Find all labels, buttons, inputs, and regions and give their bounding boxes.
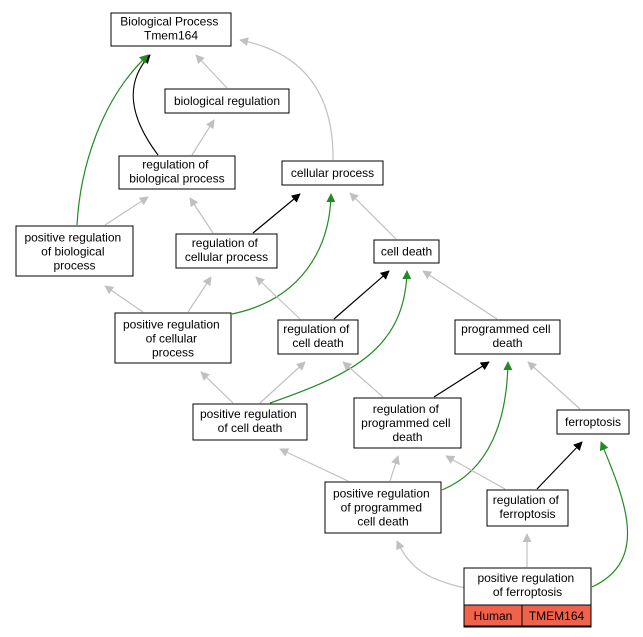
svg-text:cell death: cell death: [381, 245, 432, 259]
edge-rbp-to-breg: [191, 119, 215, 156]
node-positive-regulation-of-cellular-process-line-3: process: [152, 346, 194, 360]
edge-prpcd-to-pcd: [441, 361, 513, 491]
node-regulation-of-cell-death-line-2: cell death: [292, 336, 343, 350]
node-biological-regulation-line-1: biological regulation: [174, 94, 280, 108]
node-positive-regulation-of-cell-death-line-1: positive regulation: [200, 407, 297, 421]
svg-text:regulation of programm: regulation of programmed cell death: [361, 402, 454, 444]
node-positive-regulation-of-programmed-cell-death[interactable]: positive regulation of programmed cell d…: [324, 481, 442, 534]
node-programmed-cell-death[interactable]: programmed cell death: [454, 319, 561, 355]
svg-text:regulation of cellular: regulation of cellular process: [185, 236, 268, 264]
node-regulation-of-biological-process-line-2: biological process: [129, 172, 224, 186]
edge-prpcd-to-prcd: [279, 448, 349, 482]
svg-text:positive regulation of: positive regulation of cellular process: [123, 318, 223, 360]
node-positive-regulation-of-cell-death-line-2: of cell death: [218, 421, 283, 435]
edge-prcd-to-rcd: [259, 361, 306, 404]
node-positive-regulation-of-programmed-cell-death-line-2: of programmed: [341, 501, 422, 515]
edge-prcd-to-prcp: [200, 371, 234, 404]
node-programmed-cell-death-line-2: death: [492, 336, 522, 350]
node-positive-regulation-of-programmed-cell-death-line-3: cell death: [357, 515, 408, 529]
edge-rfer-to-fer: [536, 441, 583, 490]
node-biological-regulation[interactable]: biological regulation: [164, 88, 290, 114]
edge-breg-to-bp: [195, 54, 228, 89]
node-biological-process-line-2: Tmem164: [144, 29, 198, 43]
edge-rcd-to-rcp: [255, 276, 301, 320]
svg-text:regulation of cell dea: regulation of cell death: [283, 322, 352, 350]
node-programmed-cell-death-line-1: programmed cell: [461, 322, 550, 336]
edge-rcp-to-rbp: [189, 197, 214, 234]
annotation-gene-cell: [521, 604, 592, 627]
svg-text:positive regulation of: positive regulation of programmed cell d…: [333, 487, 433, 529]
node-ferroptosis-line-1: ferroptosis: [565, 415, 621, 429]
node-regulation-of-cellular-process[interactable]: regulation of cellular process: [175, 233, 278, 269]
node-regulation-of-programmed-cell-death-line-2: programmed cell: [361, 416, 450, 430]
edge-rpcd-to-pcd: [433, 361, 490, 398]
node-positive-regulation-of-ferroptosis-line-1: positive regulation: [477, 571, 574, 585]
node-regulation-of-cellular-process-line-2: cellular process: [185, 250, 268, 264]
edge-rpcd-to-rcd: [342, 361, 384, 398]
node-positive-regulation-of-ferroptosis-line-2: of ferroptosis: [493, 585, 562, 599]
svg-text:positive regulation of: positive regulation of ferroptosis: [477, 571, 577, 599]
svg-text:positive regulation of: positive regulation of biological proces…: [24, 231, 124, 273]
svg-text:programmed cell death: programmed cell death: [461, 322, 554, 350]
svg-text:cellular process: cellular process: [291, 166, 374, 180]
svg-text:biological regulation: biological regulation: [174, 94, 280, 108]
node-positive-regulation-of-cellular-process[interactable]: positive regulation of cellular process: [114, 312, 232, 364]
edge-prcp-to-prbp: [104, 285, 144, 313]
svg-text:regulation of biologic: regulation of biological process: [129, 158, 224, 186]
node-positive-regulation-of-biological-process-line-1: positive regulation: [24, 231, 121, 245]
edge-prfer-to-prpcd: [396, 540, 466, 589]
node-positive-regulation-of-cell-death[interactable]: positive regulation of cell death: [192, 403, 308, 441]
edge-prfer-to-fer: [591, 441, 629, 588]
edge-rfer-to-rpcd: [445, 455, 506, 490]
node-regulation-of-cell-death-line-1: regulation of: [283, 322, 350, 336]
annotation-species-label: Human: [474, 609, 513, 623]
edge-prbp-to-bp: [76, 54, 149, 226]
node-positive-regulation-of-biological-process-line-3: process: [53, 259, 95, 273]
svg-text:regulation of ferropto: regulation of ferroptosis: [493, 493, 562, 521]
node-regulation-of-ferroptosis-line-1: regulation of: [493, 493, 560, 507]
node-positive-regulation-of-cellular-process-line-1: positive regulation: [123, 318, 220, 332]
node-regulation-of-programmed-cell-death-line-1: regulation of: [373, 402, 440, 416]
node-regulation-of-biological-process-line-1: regulation of: [142, 158, 209, 172]
node-cell-death-line-1: cell death: [381, 245, 432, 259]
node-positive-regulation-of-biological-process-line-2: of biological: [41, 245, 104, 259]
node-positive-regulation-of-ferroptosis[interactable]: positive regulation of ferroptosis Human…: [463, 567, 592, 628]
node-regulation-of-programmed-cell-death[interactable]: regulation of programmed cell death: [353, 397, 462, 449]
nodes-layer: Biological Process Tmem164 biological re…: [15, 12, 630, 628]
node-positive-regulation-of-programmed-cell-death-line-1: positive regulation: [333, 487, 430, 501]
node-cell-death[interactable]: cell death: [373, 239, 440, 264]
node-biological-process[interactable]: Biological Process Tmem164: [110, 12, 232, 47]
edge-cd-to-cp: [349, 192, 397, 240]
edge-rbp-to-bp: [132, 54, 159, 156]
edge-pcd-to-cd: [422, 270, 498, 320]
node-positive-regulation-of-biological-process[interactable]: positive regulation of biological proces…: [15, 225, 134, 277]
node-regulation-of-programmed-cell-death-line-3: death: [392, 430, 422, 444]
annotation-gene-label: TMEM164: [529, 609, 585, 623]
node-cellular-process[interactable]: cellular process: [281, 160, 384, 186]
node-regulation-of-biological-process[interactable]: regulation of biological process: [118, 155, 236, 190]
svg-text:positive regulation of: positive regulation of cell death: [200, 407, 300, 435]
edge-fer-to-pcd: [527, 361, 581, 410]
edge-prpcd-to-rpcd: [389, 455, 400, 482]
node-regulation-of-cell-death[interactable]: regulation of cell death: [277, 319, 359, 355]
svg-text:Biological Process Tme: Biological Process Tmem164: [120, 15, 221, 43]
node-regulation-of-cellular-process-line-1: regulation of: [192, 236, 259, 250]
edge-prbp-to-rbp: [104, 196, 149, 226]
edge-prcd-to-cd: [269, 270, 412, 404]
svg-text:ferroptosis: ferroptosis: [565, 415, 621, 429]
edge-rcp-to-cp: [252, 193, 301, 234]
node-cellular-process-line-1: cellular process: [291, 166, 374, 180]
node-ferroptosis[interactable]: ferroptosis: [556, 409, 630, 435]
edges-layer: [76, 37, 629, 589]
node-positive-regulation-of-cellular-process-line-2: of cellular: [146, 332, 197, 346]
edge-prcp-to-rcp: [187, 276, 212, 313]
node-regulation-of-ferroptosis-line-2: ferroptosis: [499, 507, 555, 521]
edge-rcd-to-cd: [333, 270, 390, 320]
edge-prcp-to-cp: [231, 193, 336, 315]
node-regulation-of-ferroptosis[interactable]: regulation of ferroptosis: [486, 489, 569, 527]
edge-cp-to-bp: [239, 37, 334, 161]
node-biological-process-line-1: Biological Process: [120, 15, 218, 29]
